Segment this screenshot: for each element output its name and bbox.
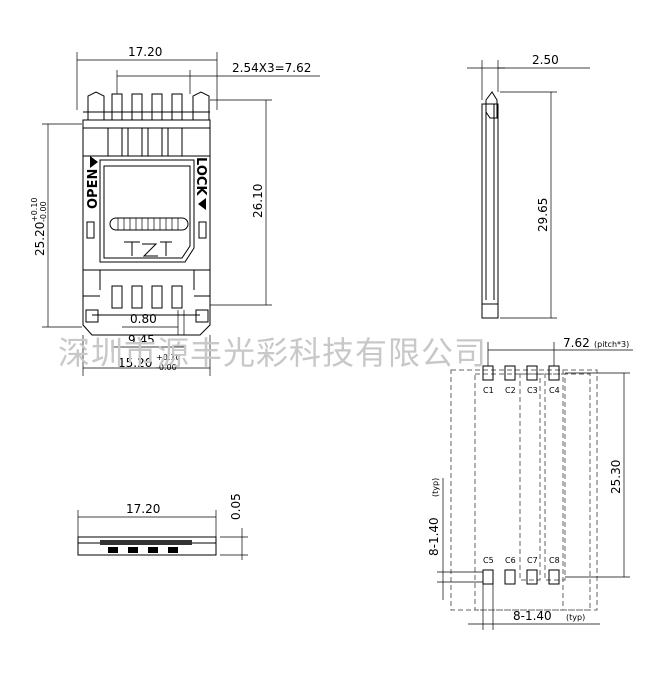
base-tol-minus: -0.00 [156,363,177,372]
top-view: OPEN LOCK 17.20 2.54X3=7.62 25.20 +0.10 … [30,45,320,376]
horizontal-pitch-dim: 8-1.40 [513,609,552,623]
pad-label-c4: C4 [549,386,560,395]
horizontal-pitch-note: (typ) [566,613,585,622]
side-thickness-dim: 2.50 [532,53,559,67]
right-height-dim: 26.10 [251,184,265,218]
company-watermark: 深圳市源丰光彩科技有限公司 [58,334,487,372]
open-label: OPEN [86,169,101,209]
lock-arrow-icon [198,198,206,210]
vertical-pitch-note: (typ) [431,478,440,497]
left-height-tol-minus: -0.00 [39,201,48,222]
front-height-dim: 0.05 [229,493,243,520]
lock-label: LOCK [193,157,208,196]
left-height-dim: 25.20 [33,222,47,256]
side-view: 2.50 29.65 [467,53,590,319]
base-width-dim: 15.20 [118,356,152,370]
side-length-dim: 29.65 [536,198,550,232]
pad-label-c3: C3 [527,386,538,395]
vertical-pitch-dim: 8-1.40 [427,517,441,556]
pad-label-c2: C2 [505,386,516,395]
pitch-dim: 2.54X3=7.62 [232,61,311,75]
pad-label-c8: C8 [549,556,560,565]
top-width-dim: 17.20 [128,45,162,59]
pcb-footprint: C1 C2 C3 C4 C5 C6 C7 C8 7.62 (pitch*3) 2… [427,336,633,630]
front-width-dim: 17.20 [126,502,160,516]
pad-label-c5: C5 [483,556,494,565]
pad-dim: 0.80 [130,312,157,326]
row-span-dim: 25.30 [609,460,623,494]
left-height-tol-plus: +0.10 [30,197,39,222]
front-view: 17.20 0.05 [77,493,248,560]
manufacturer-logo [124,241,172,257]
open-arrow-icon [90,156,98,168]
span-dim: 9.45 [128,333,155,347]
base-tol-plus: +0.10 [156,353,181,362]
footprint-pitch-note: (pitch*3) [594,340,629,349]
footprint-pitch-dim: 7.62 [563,336,590,350]
pad-label-c1: C1 [483,386,494,395]
pad-label-c6: C6 [505,556,516,565]
pad-label-c7: C7 [527,556,538,565]
